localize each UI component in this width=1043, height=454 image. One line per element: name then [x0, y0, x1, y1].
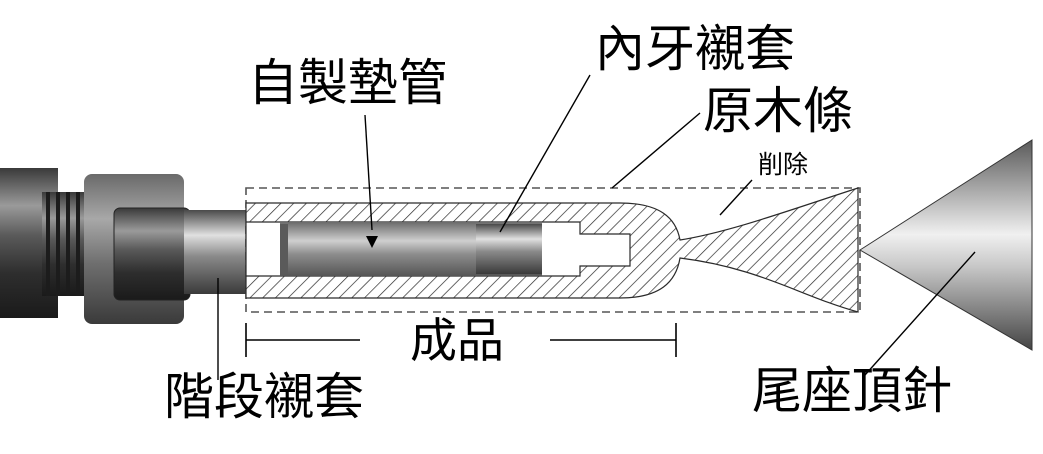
- tailstock-center-cone: [859, 139, 1033, 351]
- label-homemade-shim-tube: 自製墊管: [248, 54, 448, 112]
- label-tailstock-center: 尾座頂針: [752, 362, 952, 420]
- leader-wood-blank: [611, 112, 701, 189]
- thread-ridges: [46, 192, 80, 296]
- hex-nut-face: [113, 207, 191, 301]
- label-stepped-bushing: 階段襯套: [164, 368, 364, 426]
- finished-dimension-line: [245, 323, 677, 357]
- label-finished-product: 成品: [410, 314, 504, 369]
- label-removed: 削除: [758, 150, 809, 179]
- label-threaded-bushing: 內牙襯套: [595, 20, 795, 78]
- leader-removed: [719, 179, 753, 216]
- leader-shim-tube: [364, 114, 373, 231]
- leader-threaded-bushing: [499, 74, 591, 233]
- leader-shim-tube-arrow: [366, 236, 378, 248]
- chuck-spindle: [0, 168, 191, 324]
- leader-tailstock-center: [864, 251, 976, 376]
- label-wood-blank: 原木條: [703, 82, 853, 140]
- shim-tube-part: [280, 222, 542, 276]
- leader-lines: [217, 74, 976, 380]
